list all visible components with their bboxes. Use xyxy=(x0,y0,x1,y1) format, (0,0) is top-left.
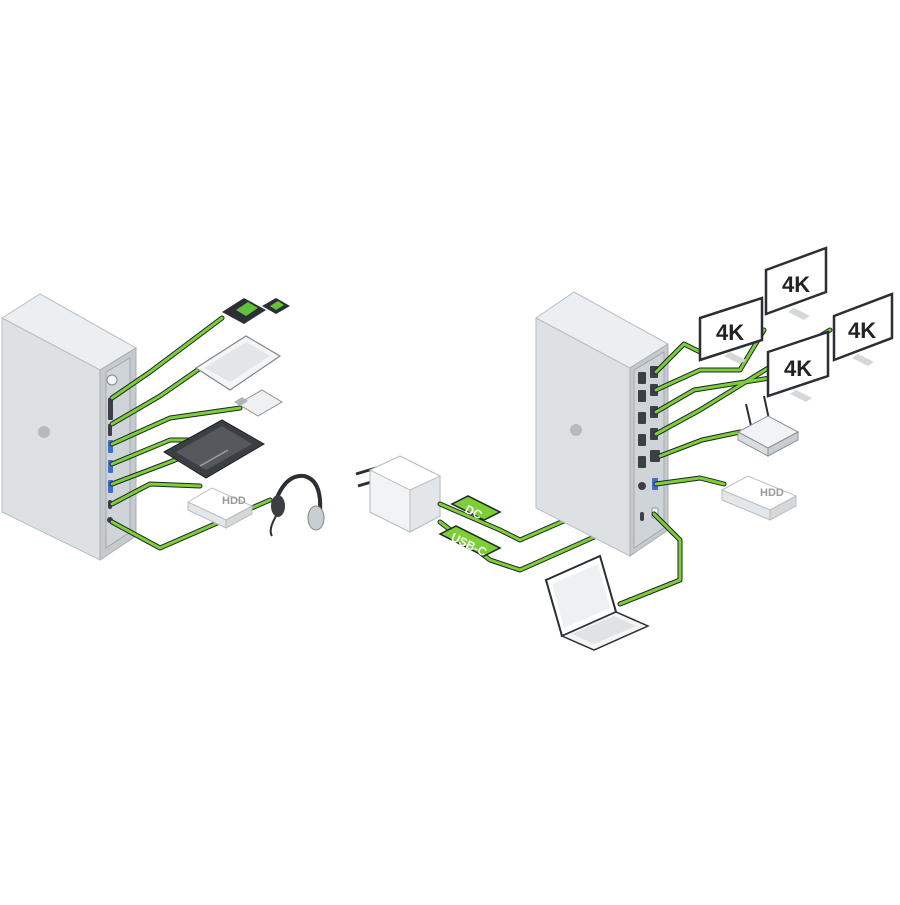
sd-slot-icon xyxy=(108,398,113,420)
hdd-label: HDD xyxy=(222,495,246,507)
apple-logo-icon xyxy=(570,424,582,436)
tablet-icon xyxy=(194,335,282,391)
monitor-label: 4K xyxy=(784,356,812,381)
ethernet-port-icon xyxy=(650,450,660,462)
usb-stick-icon xyxy=(234,389,283,417)
hdd-icon: HDD xyxy=(720,475,798,521)
front-dock-icon xyxy=(1,293,137,561)
display-port-icon xyxy=(638,412,646,424)
dc-label: DC xyxy=(463,502,485,522)
monitor-icon: 4K xyxy=(764,246,828,320)
monitor-label: 4K xyxy=(716,320,744,345)
headset-icon xyxy=(269,473,325,537)
hdd-label: HDD xyxy=(760,487,784,499)
dc-in-port-icon xyxy=(638,482,646,490)
micro-sd-slot-icon xyxy=(108,424,112,436)
rear-dock-icon xyxy=(535,291,669,557)
monitor-icon: 4K xyxy=(766,330,830,402)
sd-card-icon xyxy=(222,298,290,324)
monitor-icon: 4K xyxy=(832,292,894,366)
apple-logo-icon xyxy=(38,426,50,438)
display-port-icon xyxy=(638,372,646,384)
hdd-icon: HDD xyxy=(186,487,254,529)
laptop-icon xyxy=(544,554,650,651)
drawing-tablet-icon xyxy=(163,419,265,479)
router-icon xyxy=(736,395,800,457)
display-port-icon xyxy=(638,390,646,402)
monitor-icon: 4K xyxy=(698,296,764,364)
power-button-icon xyxy=(106,374,118,386)
dc-label-tag: DC xyxy=(450,495,502,522)
usb-c-port-icon xyxy=(640,512,644,521)
display-port-icon xyxy=(638,434,646,446)
monitor-label: 4K xyxy=(848,318,876,343)
usbc-label-tag: USB-C xyxy=(438,525,502,560)
power-adapter-icon xyxy=(355,455,441,533)
monitor-label: 4K xyxy=(782,272,810,297)
display-port-icon xyxy=(638,456,646,468)
